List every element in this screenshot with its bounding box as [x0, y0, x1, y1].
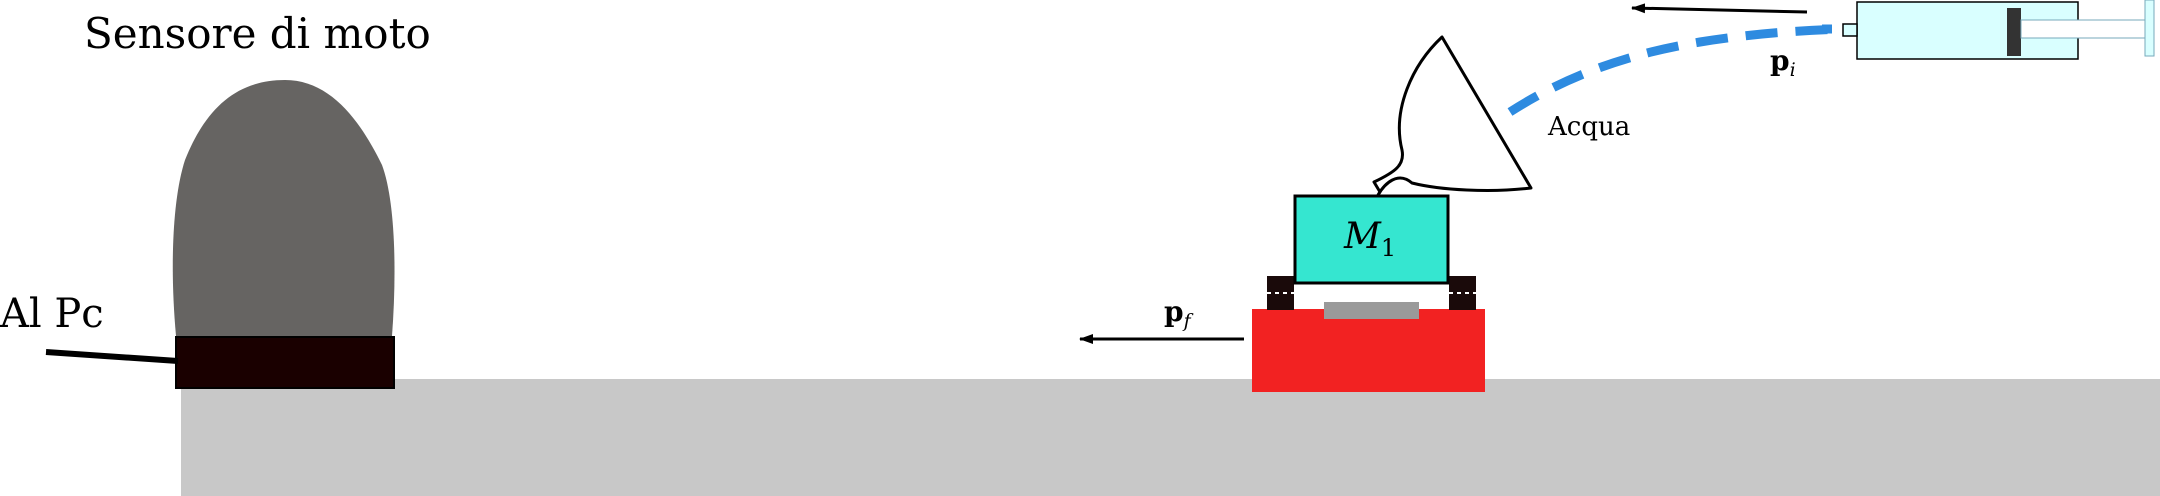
cart-plate: [1324, 302, 1419, 319]
water-label: Acqua: [1547, 112, 1630, 142]
syringe-nozzle: [1842, 23, 1858, 37]
p-f-label: pf: [1164, 295, 1194, 332]
water-cup: [1372, 35, 1533, 197]
mass-block: [1293, 194, 1450, 285]
sensor-body: [172, 80, 395, 336]
syringe-thumb-rest: [2144, 0, 2155, 57]
pc-label: Al Pc: [0, 291, 104, 337]
water-stream: [1507, 24, 1851, 116]
mass-label: M1: [1343, 216, 1396, 262]
sensor-title: Sensore di moto: [84, 9, 431, 58]
syringe-plunger-head: [2007, 8, 2021, 56]
syringe-plunger-rod: [2020, 19, 2150, 39]
floor: [181, 379, 2160, 496]
cart-wheel-right: [1449, 276, 1476, 310]
sensor-base: [175, 336, 395, 389]
cart-body: [1252, 309, 1485, 392]
cart-wheel-left: [1267, 276, 1294, 310]
pc-cable: [45, 349, 179, 364]
p-i-label: pi: [1770, 44, 1796, 81]
p-i-arrow: [1631, 3, 1808, 14]
